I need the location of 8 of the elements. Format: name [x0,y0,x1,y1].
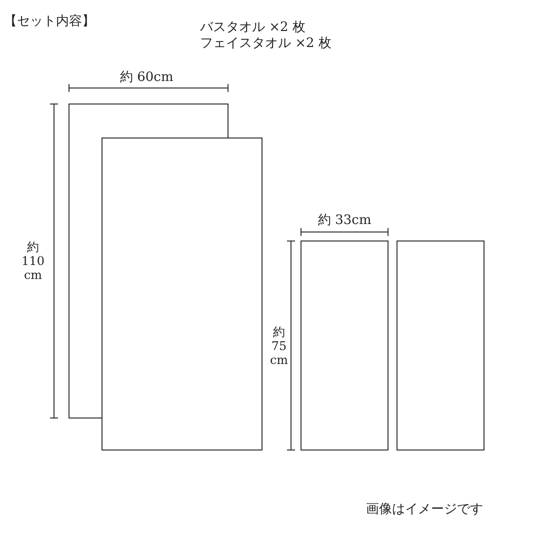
item-text: フェイスタオル ×2 枚 [200,36,332,51]
set-contents-heading: 【セット内容】 [4,14,95,29]
dimension-label: 約 60cm [120,70,174,85]
note-text: 画像はイメージです [366,502,483,517]
dimension-label: 約 110 cm [20,240,46,282]
dimension-label: 約 75 cm [268,325,290,367]
dimension-label: 約 33cm [318,213,372,228]
item-text: バスタオル ×2 枚 [200,20,306,35]
